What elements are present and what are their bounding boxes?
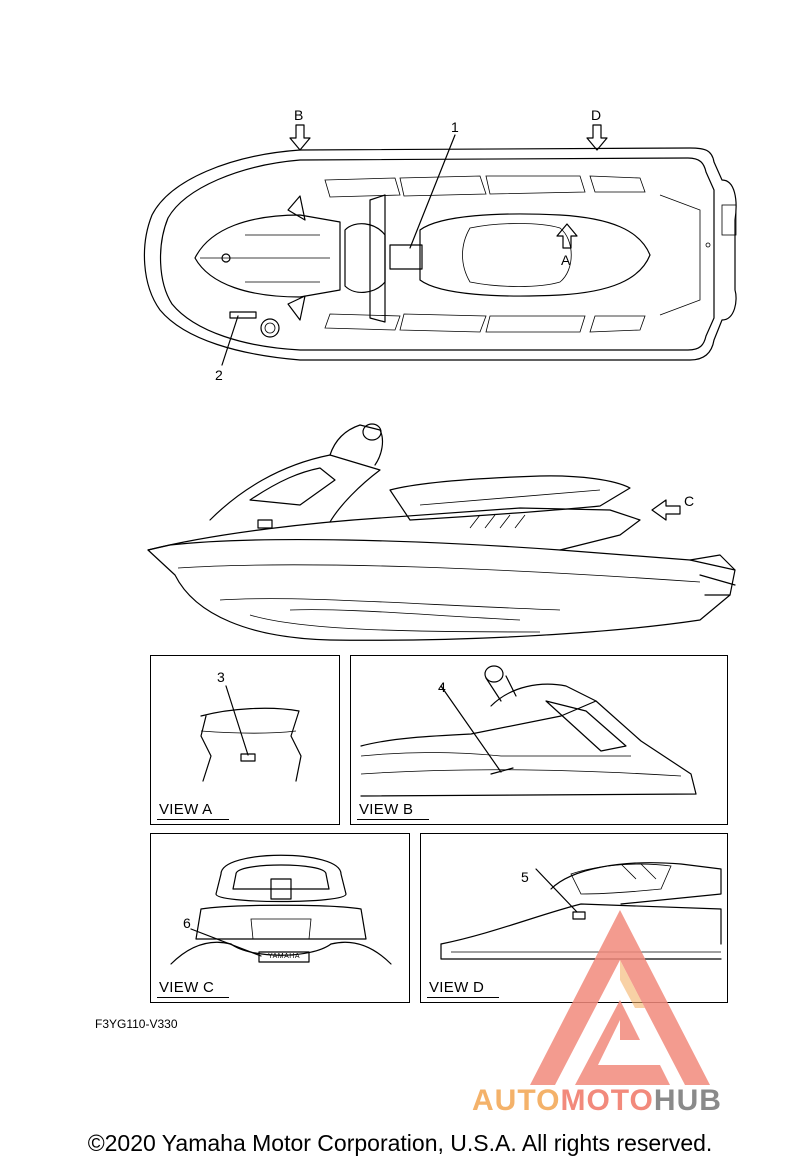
callout-2: 2: [215, 367, 223, 383]
view-a-panel: 3 VIEW A: [150, 655, 340, 825]
callout-1: 1: [451, 119, 459, 135]
view-arrow-b-label: B: [294, 107, 304, 123]
view-arrow-d-label: D: [591, 107, 602, 123]
view-c-panel: 6 YAMAHA VIEW C: [150, 833, 410, 1003]
callout-5: 5: [521, 869, 529, 885]
side-view-drawing: [147, 423, 736, 641]
view-a-drawing: [200, 685, 302, 782]
view-arrow-a-label: A: [561, 252, 571, 268]
view-arrow-c-label: C: [684, 493, 695, 509]
watermark-logo: [530, 910, 710, 1085]
view-b-label: VIEW B: [359, 801, 414, 818]
figure-code: F3YG110-V330: [95, 1017, 178, 1031]
view-d-label: VIEW D: [429, 979, 485, 996]
watermark-part-auto: AUTO: [472, 1084, 561, 1117]
watermark-part-moto: MOTO: [560, 1084, 654, 1117]
view-a-underline: [157, 819, 229, 820]
callout-6: 6: [183, 915, 191, 931]
view-b-panel: 4 VIEW B: [350, 655, 728, 825]
view-c-label: VIEW C: [159, 979, 215, 996]
registration-plate-text: YAMAHA: [267, 953, 301, 960]
watermark-text: AUTOMOTOHUB: [472, 1084, 722, 1118]
view-d-underline: [427, 997, 499, 998]
watermark-part-hub: HUB: [653, 1084, 722, 1117]
callout-3: 3: [217, 669, 225, 685]
view-a-label: VIEW A: [159, 801, 213, 818]
view-d-panel: 5 VIEW D: [420, 833, 728, 1003]
view-b-drawing: [360, 665, 697, 797]
view-c-drawing: [170, 854, 392, 965]
view-c-underline: [157, 997, 229, 998]
callout-4: 4: [438, 679, 446, 695]
view-b-underline: [357, 819, 429, 820]
copyright-notice: ©2020 Yamaha Motor Corporation, U.S.A. A…: [87, 1130, 713, 1156]
top-view-drawing: [143, 124, 737, 366]
